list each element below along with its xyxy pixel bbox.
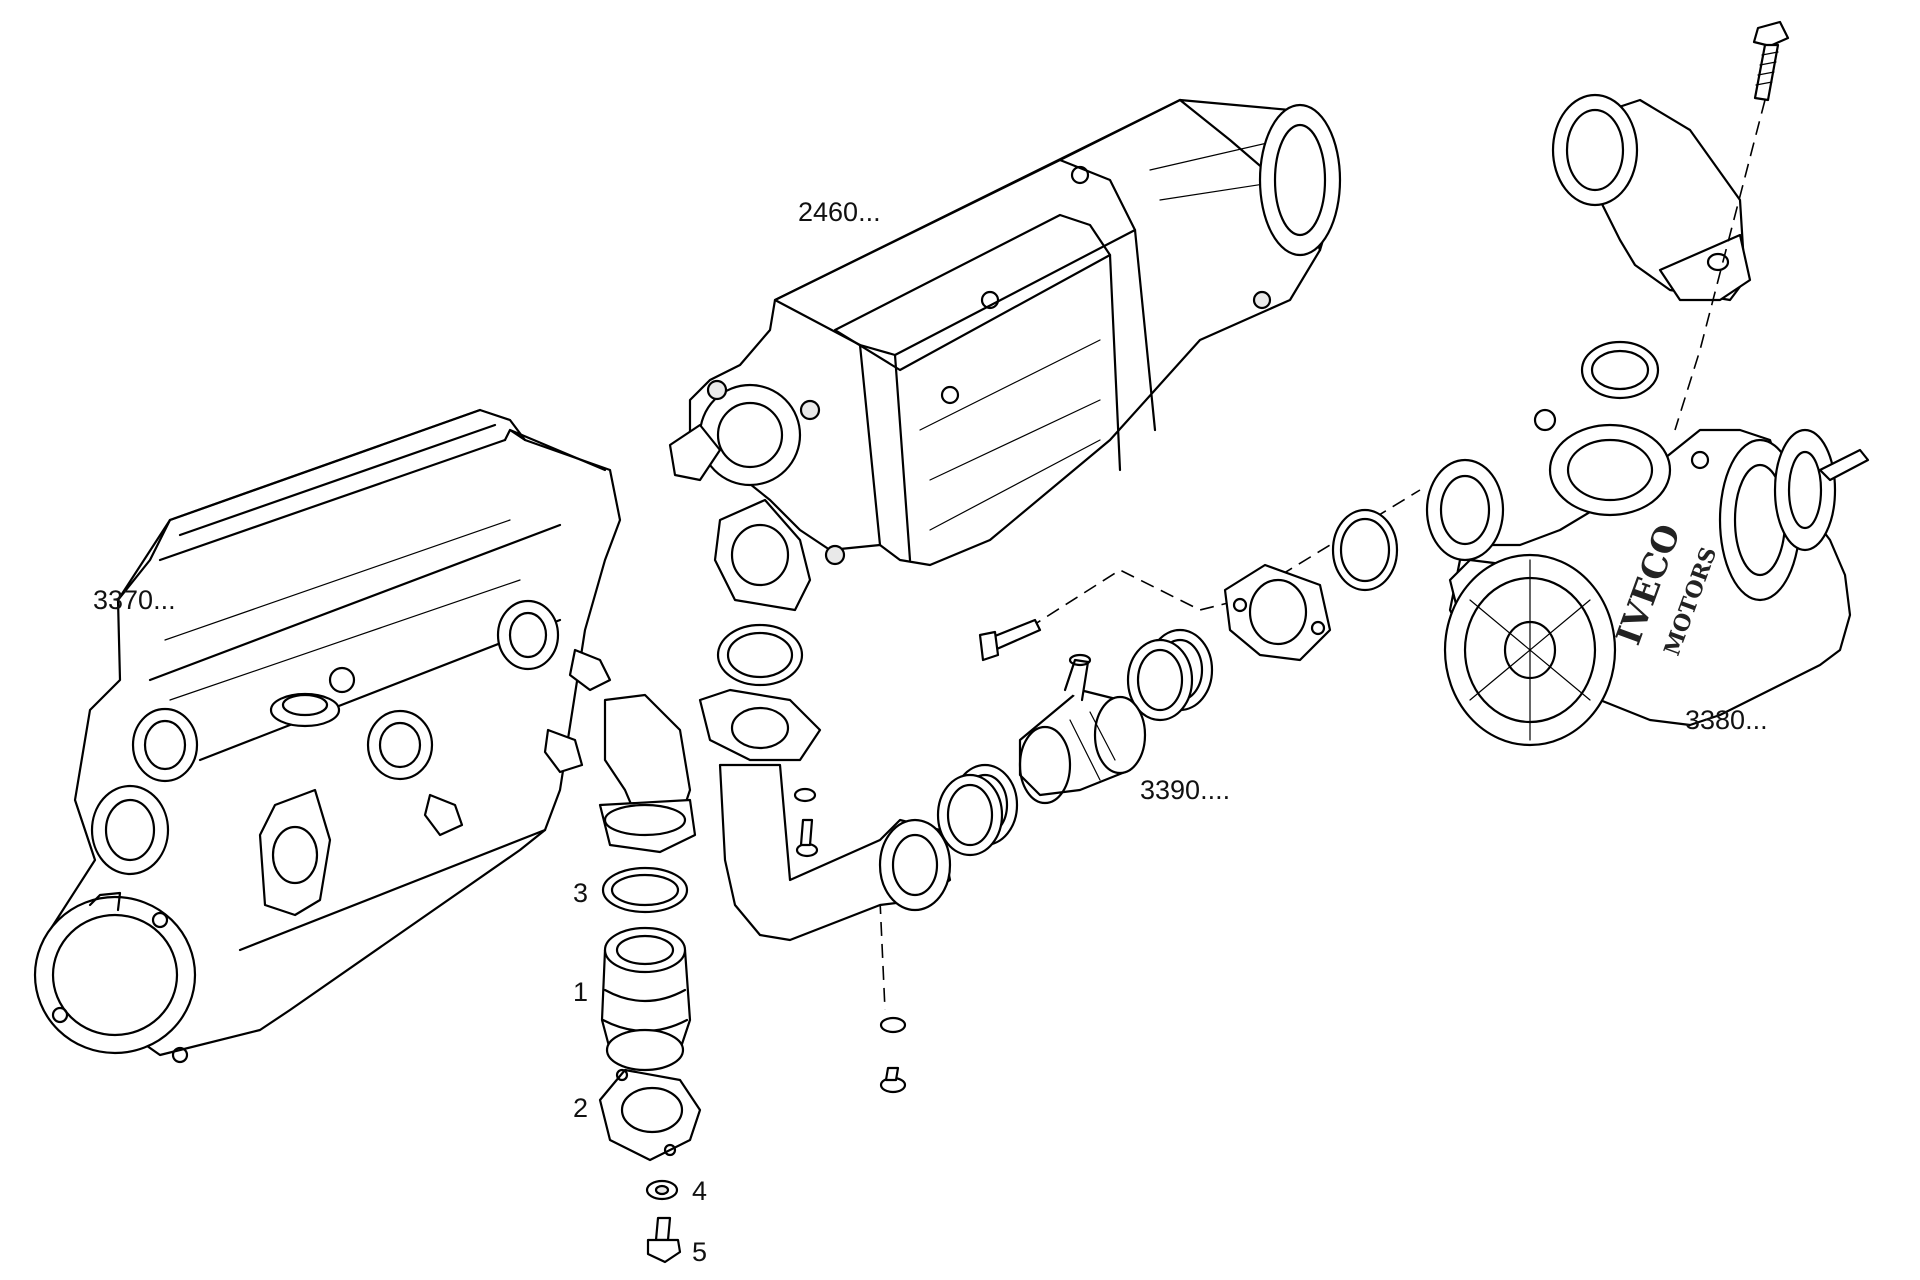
callout-item-3: 3 bbox=[573, 878, 589, 908]
alignment-line-bottom bbox=[879, 899, 886, 1011]
alignment-line-top-bolt bbox=[1674, 99, 1766, 431]
alignment-line-pipe bbox=[1009, 489, 1421, 641]
callout-item-1: 1 bbox=[573, 977, 589, 1007]
part-pump-3380: IVECO MOTORS bbox=[1425, 408, 1870, 747]
part-seal-ring-3 bbox=[601, 866, 689, 914]
part-pipe-3390 bbox=[698, 340, 1660, 1094]
part-screw-5 bbox=[646, 1216, 682, 1264]
callout-item-2: 2 bbox=[573, 1093, 589, 1123]
part-elbow-top-right bbox=[1551, 20, 1790, 302]
part-housing-3370 bbox=[33, 408, 697, 1064]
part-washer-4 bbox=[645, 1179, 679, 1201]
callout-3380: 3380... bbox=[1685, 705, 1768, 735]
callout-item-4: 4 bbox=[692, 1176, 708, 1206]
callout-3390: 3390.... bbox=[1140, 775, 1231, 805]
part-sleeve-1 bbox=[600, 926, 692, 1072]
callout-3370: 3370... bbox=[93, 585, 176, 615]
part-manifold-2460 bbox=[668, 98, 1342, 612]
part-flange-2 bbox=[598, 1068, 702, 1162]
callout-item-5: 5 bbox=[692, 1237, 708, 1267]
callout-2460: 2460... bbox=[798, 197, 881, 227]
